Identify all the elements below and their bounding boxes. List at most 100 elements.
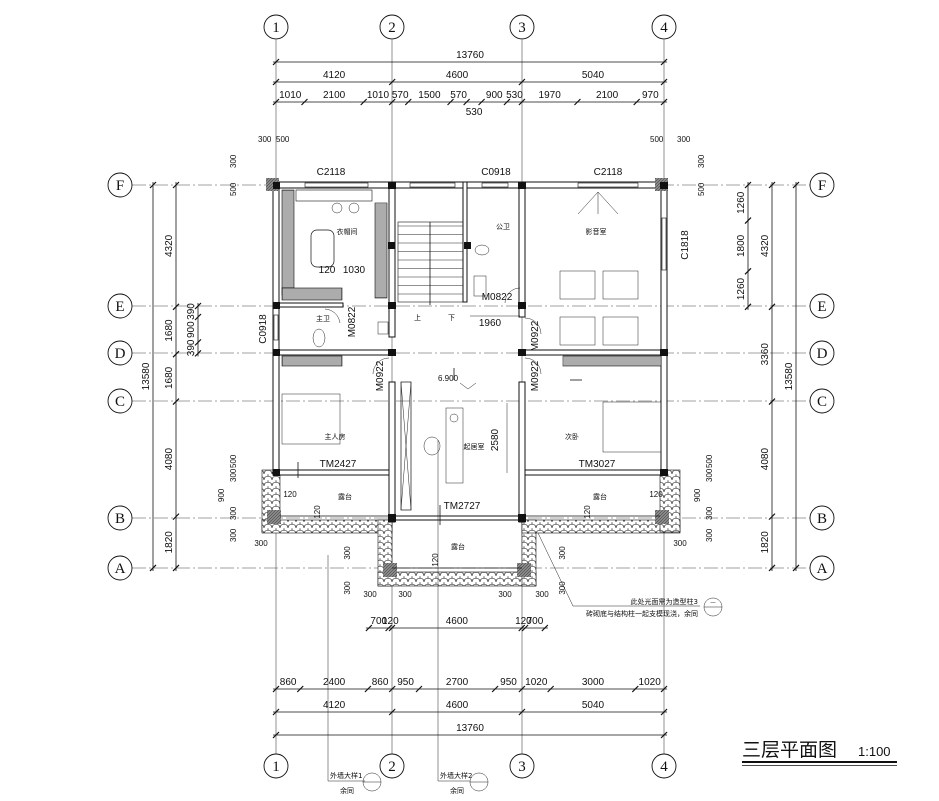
window-label: C2118 bbox=[594, 167, 623, 178]
axis-bubble-1: 1 bbox=[263, 14, 289, 40]
dim-tick bbox=[365, 624, 373, 632]
dim-tick bbox=[792, 181, 800, 189]
axis-bubble-4: 4 bbox=[651, 753, 677, 779]
balcony-side-dim: 900 bbox=[693, 488, 702, 502]
dim-tick bbox=[415, 685, 423, 693]
dim-tick bbox=[660, 685, 668, 693]
dim-value: 1260 bbox=[736, 277, 747, 300]
room-master-bedroom: 主人房 bbox=[325, 432, 346, 441]
dim-value: 3000 bbox=[582, 677, 605, 688]
dim-value: 860 bbox=[280, 677, 297, 688]
axis-circle bbox=[651, 14, 677, 40]
axis-circle bbox=[809, 172, 835, 198]
door-label: TM3027 bbox=[579, 459, 616, 470]
dim-tick bbox=[660, 78, 668, 86]
dim-tick bbox=[447, 98, 454, 106]
corner-dim: 500 bbox=[276, 135, 290, 144]
opening-labels: C2118 C0918 C2118 C1818 C0918 M0822 M082… bbox=[258, 167, 691, 512]
axis-label: 1 bbox=[272, 20, 280, 36]
small-dim: 300 bbox=[363, 590, 377, 599]
door-label: M0822 bbox=[482, 292, 513, 303]
dim-value: 700 bbox=[370, 616, 387, 627]
dim-value: 2100 bbox=[323, 90, 346, 101]
dim-value: 4080 bbox=[164, 448, 175, 471]
dim-value: 530 bbox=[466, 107, 483, 118]
axis-bubble-D: D bbox=[809, 340, 835, 366]
dim-tick bbox=[388, 708, 396, 716]
dim-tick bbox=[463, 98, 471, 106]
dim-value: 13760 bbox=[456, 723, 484, 734]
axis-bubble-B: B bbox=[107, 505, 133, 531]
axis-bubble-E: E bbox=[809, 293, 835, 319]
dim-tick bbox=[272, 58, 280, 66]
balcony-side-dim: 300 bbox=[229, 506, 238, 520]
door-label: M0922 bbox=[530, 320, 541, 351]
dim-tick bbox=[149, 181, 157, 189]
dim-tick bbox=[660, 58, 668, 66]
dim-tick bbox=[744, 303, 752, 311]
dim-value: 1500 bbox=[418, 90, 441, 101]
dim-value: 950 bbox=[500, 677, 517, 688]
axis-bubble-2: 2 bbox=[379, 753, 405, 779]
axis-label: B bbox=[817, 511, 827, 527]
dim-tick bbox=[518, 78, 526, 86]
dim-tick bbox=[503, 98, 511, 106]
axis-bubble-4: 4 bbox=[651, 14, 677, 40]
dim-value: 13760 bbox=[456, 50, 484, 61]
axis-label: D bbox=[817, 346, 828, 362]
axis-label: 4 bbox=[660, 20, 668, 36]
balcony-dim: 120 bbox=[283, 490, 297, 499]
window-label: C2118 bbox=[317, 167, 346, 178]
stair-up-label: 上 bbox=[414, 313, 421, 322]
wall-dim: 1030 bbox=[343, 265, 366, 276]
dim-tick bbox=[518, 708, 526, 716]
axis-circle bbox=[509, 14, 535, 40]
door-label: TM2727 bbox=[444, 501, 481, 512]
dim-right-total: 13580 bbox=[784, 181, 800, 572]
axis-label: 1 bbox=[272, 759, 280, 775]
dim-tick bbox=[172, 564, 180, 572]
axis-circle bbox=[809, 388, 835, 414]
dim-value: 5040 bbox=[582, 700, 605, 711]
dim-tick bbox=[388, 624, 396, 632]
dim-value: 1820 bbox=[760, 531, 771, 554]
dim-tick bbox=[768, 181, 776, 189]
room-terrace-center: 露台 bbox=[451, 542, 465, 551]
axis-label: 3 bbox=[518, 759, 526, 775]
dim-tick bbox=[194, 349, 202, 357]
dim-value: 570 bbox=[450, 90, 467, 101]
axis-label: F bbox=[818, 178, 826, 194]
axis-circle bbox=[107, 293, 133, 319]
small-dim: 300 bbox=[343, 581, 352, 595]
axis-label: B bbox=[115, 511, 125, 527]
dim-tick bbox=[768, 398, 776, 406]
axis-bubble-F: F bbox=[809, 172, 835, 198]
small-dim: 300 bbox=[558, 546, 567, 560]
dim-value: 3360 bbox=[760, 343, 771, 366]
dim-value: 5040 bbox=[582, 70, 605, 81]
small-dim: 300 bbox=[343, 546, 352, 560]
small-dim: 300 bbox=[398, 590, 412, 599]
dim-tick bbox=[194, 302, 202, 310]
axis-circle bbox=[263, 14, 289, 40]
dim-tick bbox=[385, 624, 393, 632]
title-scale: 1:100 bbox=[858, 744, 891, 759]
small-dim: 300 bbox=[254, 539, 268, 548]
dim-value: 120 bbox=[515, 616, 532, 627]
dim-tick bbox=[388, 685, 396, 693]
dim-tick bbox=[521, 624, 529, 632]
axis-bubble-C: C bbox=[107, 388, 133, 414]
dim-tick bbox=[660, 731, 668, 739]
dim-value: 4080 bbox=[760, 448, 771, 471]
balcony-dim: 120 bbox=[583, 505, 592, 519]
dim-value: 900 bbox=[486, 90, 503, 101]
dim-value: 530 bbox=[506, 90, 523, 101]
axis-circle bbox=[379, 14, 405, 40]
column-note: 砖砌底与结构柱一起支模现浇，余同 bbox=[586, 609, 698, 618]
dim-value: 2100 bbox=[596, 90, 619, 101]
dim-left-total: 13580 bbox=[141, 181, 157, 572]
